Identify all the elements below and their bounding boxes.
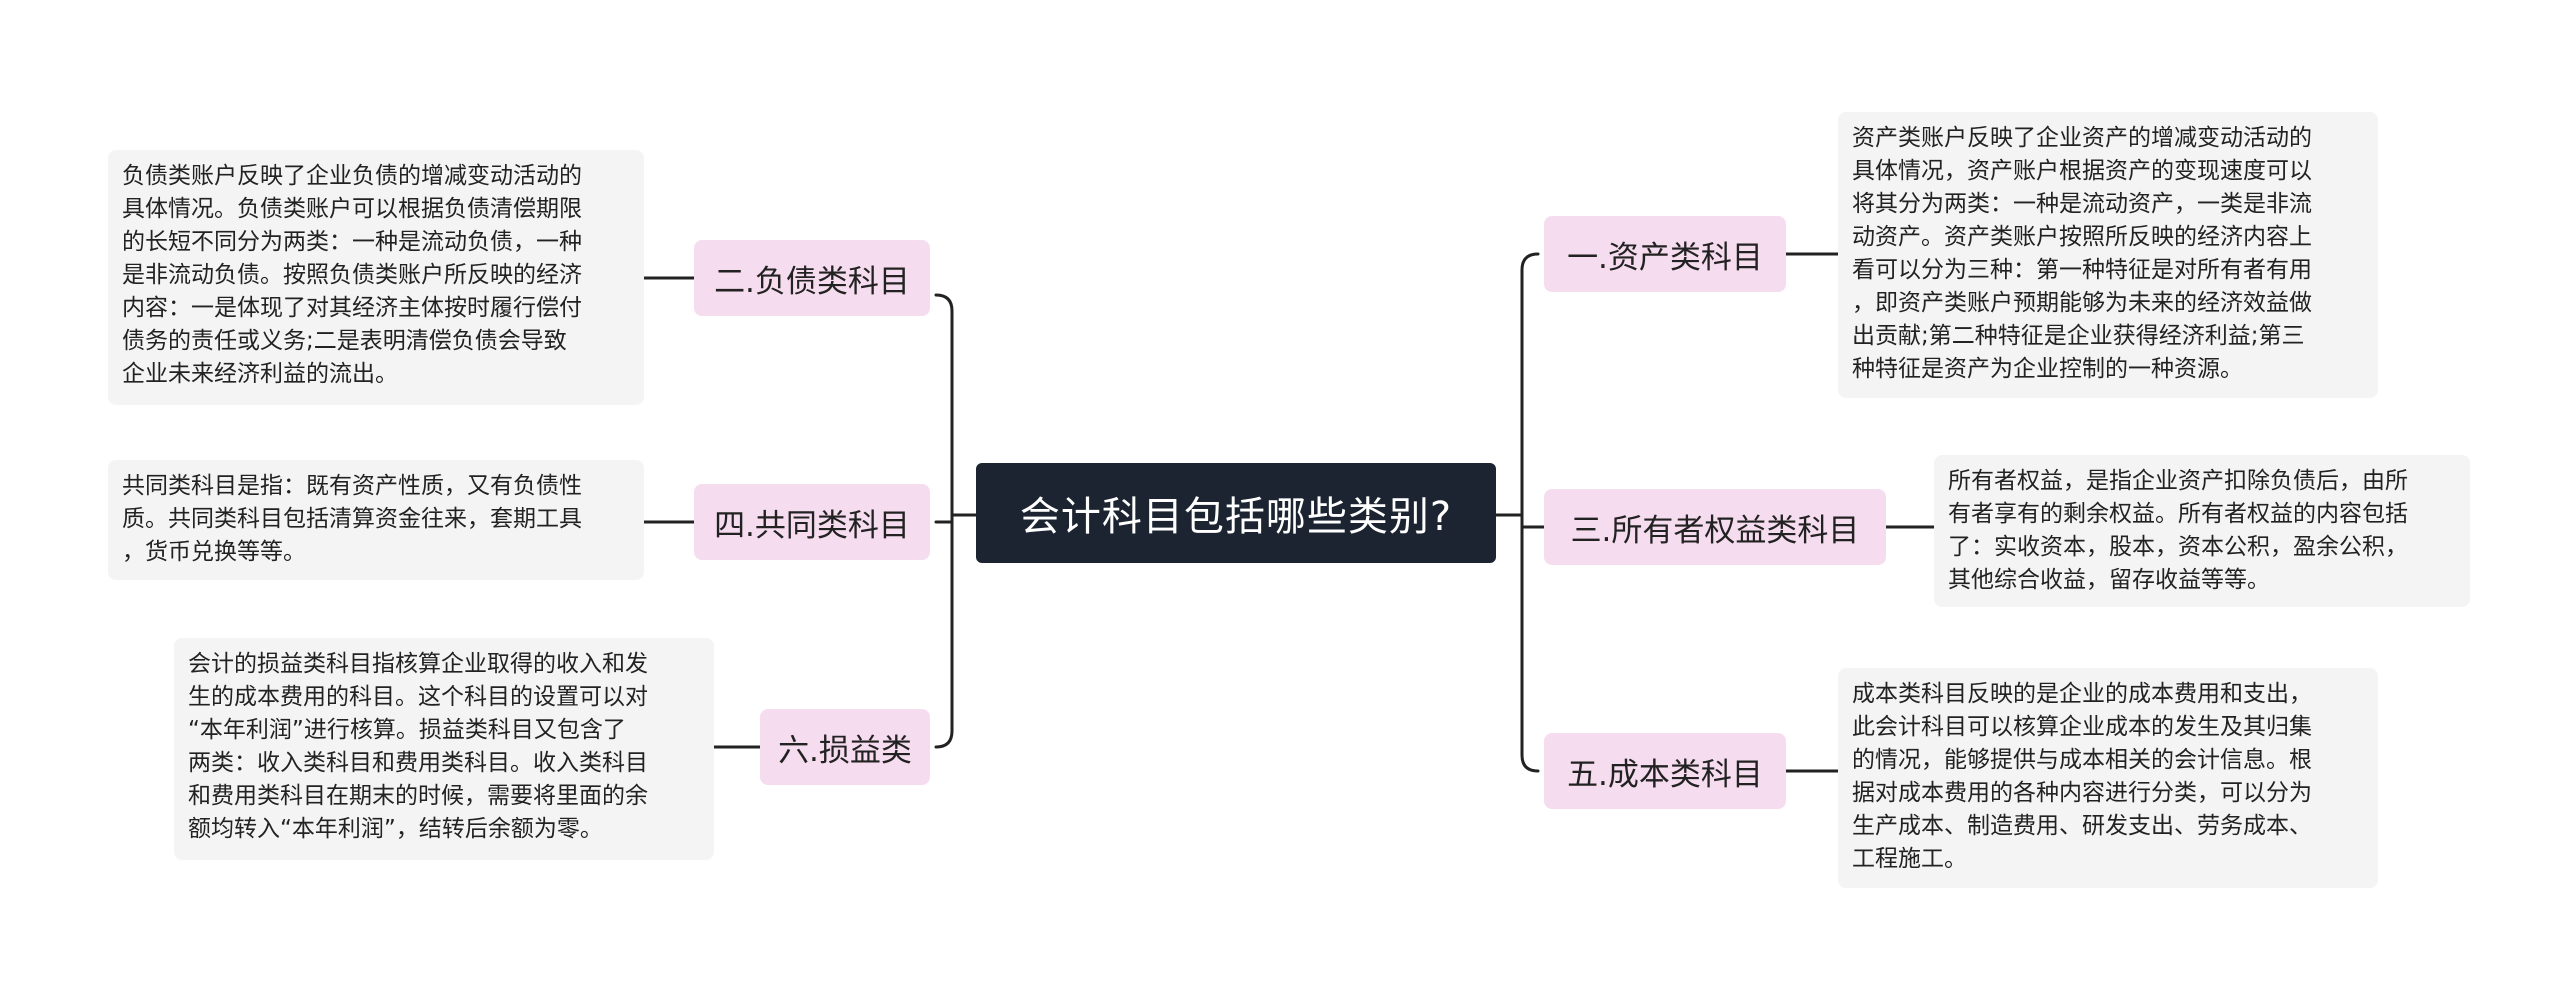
category-common[interactable]: 四.共同类科目 [694,484,930,560]
description-cost: 成本类科目反映的是企业的成本费用和支出， 此会计科目可以核算企业成本的发生及其归… [1838,668,2378,888]
description-line: 债务的责任或义务;二是表明清偿负债会导致 [122,328,567,354]
description-line: 此会计科目可以核算企业成本的发生及其归集 [1852,714,2312,740]
category-liability-label: 二.负债类科目 [714,263,910,300]
description-line: 额均转入“本年利润”，结转后余额为零。 [188,816,603,842]
description-line: 企业未来经济利益的流出。 [122,361,398,387]
category-cost[interactable]: 五.成本类科目 [1544,733,1786,809]
description-common: 共同类科目是指：既有资产性质，又有负债性 质。共同类科目包括清算资金往来，套期工… [108,460,644,580]
description-line: ，即资产类账户预期能够为未来的经济效益做 [1852,290,2312,316]
description-line: 负债类账户反映了企业负债的增减变动活动的 [122,163,582,189]
category-profit[interactable]: 六.损益类 [760,709,930,785]
description-liability: 负债类账户反映了企业负债的增减变动活动的 具体情况。负债类账户可以根据负债清偿期… [108,150,644,405]
description-line: 其他综合收益，留存收益等等。 [1948,567,2270,593]
description-line: ，货币兑换等等。 [122,539,306,565]
root-topic[interactable]: 会计科目包括哪些类别? [976,463,1496,563]
description-line: 生的成本费用的科目。这个科目的设置可以对 [188,684,648,710]
description-line: 和费用类科目在期末的时候，需要将里面的余 [188,783,648,809]
description-asset: 资产类账户反映了企业资产的增减变动活动的 具体情况，资产账户根据资产的变现速度可… [1838,112,2378,398]
description-line: 是非流动负债。按照负债类账户所反映的经济 [122,262,582,288]
description-line: 具体情况。负债类账户可以根据负债清偿期限 [122,196,582,222]
description-line: 出贡献;第二种特征是企业获得经济利益;第三 [1852,323,2305,349]
category-asset-label: 一.资产类科目 [1567,239,1763,276]
description-line: 看可以分为三种：第一种特征是对所有者有用 [1852,257,2312,283]
category-liability[interactable]: 二.负债类科目 [694,240,930,316]
description-line: 具体情况，资产账户根据资产的变现速度可以 [1852,158,2312,184]
category-equity-label: 三.所有者权益类科目 [1570,512,1860,549]
description-line: 动资产。资产类账户按照所反映的经济内容上 [1852,224,2312,250]
description-line: 有者享有的剩余权益。所有者权益的内容包括 [1948,501,2408,527]
description-line: 内容：一是体现了对其经济主体按时履行偿付 [122,295,582,321]
description-line: 将其分为两类：一种是流动资产，一类是非流 [1852,191,2312,217]
category-profit-label: 六.损益类 [778,732,912,769]
category-cost-label: 五.成本类科目 [1567,756,1763,793]
description-equity: 所有者权益，是指企业资产扣除负债后，由所 有者享有的剩余权益。所有者权益的内容包… [1934,455,2470,607]
category-equity[interactable]: 三.所有者权益类科目 [1544,489,1886,565]
description-line: 种特征是资产为企业控制的一种资源。 [1852,356,2243,382]
root-topic-title: 会计科目包括哪些类别? [1019,494,1453,540]
category-common-label: 四.共同类科目 [714,507,910,544]
description-line: 生产成本、制造费用、研发支出、劳务成本、 [1852,813,2312,839]
description-line: 质。共同类科目包括清算资金往来，套期工具 [122,506,582,532]
description-line: 资产类账户反映了企业资产的增减变动活动的 [1852,125,2312,151]
description-line: 的情况，能够提供与成本相关的会计信息。根 [1852,747,2312,773]
description-line: 两类：收入类科目和费用类科目。收入类科目 [188,750,648,776]
description-line: 共同类科目是指：既有资产性质，又有负债性 [122,473,582,499]
description-line: 会计的损益类科目指核算企业取得的收入和发 [188,651,648,677]
description-profit: 会计的损益类科目指核算企业取得的收入和发 生的成本费用的科目。这个科目的设置可以… [174,638,714,860]
description-line: 了：实收资本，股本，资本公积，盈余公积， [1948,534,2408,560]
description-line: 据对成本费用的各种内容进行分类，可以分为 [1852,780,2312,806]
description-line: 的长短不同分为两类：一种是流动负债，一种 [122,229,582,255]
description-line: 成本类科目反映的是企业的成本费用和支出， [1852,681,2312,707]
description-line: “本年利润”进行核算。损益类科目又包含了 [188,717,626,743]
description-line: 所有者权益，是指企业资产扣除负债后，由所 [1948,468,2408,494]
category-asset[interactable]: 一.资产类科目 [1544,216,1786,292]
description-line: 工程施工。 [1852,846,1967,872]
